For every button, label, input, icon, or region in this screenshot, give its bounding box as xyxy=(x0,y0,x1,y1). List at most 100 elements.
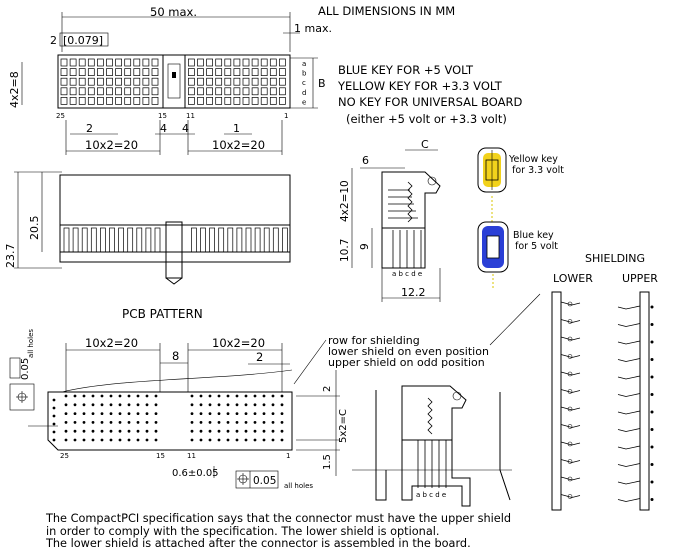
pcb-hole xyxy=(217,421,221,424)
key-notes: BLUE KEY FOR +5 VOLT YELLOW KEY FOR +3.3… xyxy=(337,63,522,126)
pcb-hole xyxy=(136,429,140,433)
key-note-1: BLUE KEY FOR +5 VOLT xyxy=(338,63,474,77)
pcb-hole xyxy=(145,421,149,424)
shield-note-3: upper shield on odd position xyxy=(328,356,485,369)
top-pin xyxy=(97,97,104,105)
lower-finger xyxy=(560,476,581,481)
pcb-hole xyxy=(145,394,149,398)
top-pin xyxy=(206,68,213,76)
top-pin xyxy=(233,58,241,67)
top-pin xyxy=(206,87,213,96)
key-slot xyxy=(162,54,186,109)
top-pin xyxy=(124,87,132,96)
pcb-hole xyxy=(73,394,77,398)
pcb-hole xyxy=(226,403,230,407)
pcb-hole xyxy=(91,412,95,415)
pcb-hole-edge xyxy=(52,414,56,418)
pcb-hole xyxy=(136,403,140,407)
top-pin xyxy=(188,68,195,76)
pcb-hole xyxy=(235,438,239,442)
pitch-bracket-label: [0.079] xyxy=(63,34,103,47)
pcb-hole xyxy=(235,421,239,424)
top-pin xyxy=(269,97,277,105)
lower-finger-hole xyxy=(567,371,573,377)
front-pin xyxy=(245,227,252,253)
pcb-hole xyxy=(208,403,212,407)
front-pin xyxy=(200,227,206,253)
pcb-hole xyxy=(199,429,203,433)
pcb-hole xyxy=(100,421,104,424)
top-pin xyxy=(206,97,213,105)
pcb-all-holes: all holes xyxy=(27,329,35,358)
top-pin xyxy=(151,68,159,76)
top-pin xyxy=(251,58,259,67)
top-pin xyxy=(188,77,195,86)
top-pin xyxy=(142,68,150,76)
pcb-hole xyxy=(145,429,149,433)
pcb-hole xyxy=(91,394,95,398)
upper-finger xyxy=(617,375,641,380)
pcb-hole xyxy=(199,438,203,442)
lower-finger-hole xyxy=(567,424,573,429)
lower-finger xyxy=(560,354,581,358)
top-pin xyxy=(60,97,68,105)
top-pin xyxy=(233,87,241,96)
pcb-hole xyxy=(154,429,158,433)
blue-key: Blue key for 5 volt xyxy=(477,221,558,273)
pcb-hole xyxy=(154,394,158,398)
pcb-hole xyxy=(253,421,257,424)
pcb-hole-edge xyxy=(52,422,56,426)
pcb-hole-edge xyxy=(52,430,56,434)
pcb-hole xyxy=(226,412,230,415)
pcb-hole xyxy=(154,421,158,424)
top-pin xyxy=(97,68,104,76)
pcb-hole xyxy=(271,403,275,407)
top-pin xyxy=(97,58,104,67)
overall-width-label: 50 max. xyxy=(150,5,197,19)
pcb-hole xyxy=(262,421,266,424)
side-height-small: 9 xyxy=(359,243,371,250)
top-pin xyxy=(115,58,122,67)
detail-pin-zigzag xyxy=(427,397,433,435)
top-pin xyxy=(188,58,195,67)
lower-finger-hole xyxy=(567,354,573,359)
pcb-hole xyxy=(127,394,131,398)
lower-finger xyxy=(560,441,581,446)
pcb-hole xyxy=(244,412,248,415)
footer-line-1: The CompactPCI specification says that t… xyxy=(46,512,512,525)
top-pin xyxy=(69,87,77,96)
front-key-post xyxy=(165,221,183,279)
pcb-hole-edge xyxy=(52,398,56,402)
pcb-hole xyxy=(262,429,266,433)
top-pin xyxy=(87,97,95,105)
pcb-row-edge: 1.5 xyxy=(322,454,333,470)
top-pin xyxy=(279,87,286,96)
pcb-hole xyxy=(100,429,104,433)
pin-number-11: 11 xyxy=(186,112,195,120)
pcb-hole xyxy=(280,421,284,424)
pcb-hole xyxy=(91,429,95,433)
lower-finger xyxy=(560,301,581,306)
side-view: C 6 4x2=10 10.7 9 a b c d e 12.2 xyxy=(339,138,441,302)
pcb-hole xyxy=(208,394,212,398)
span-right: 10x2=20 xyxy=(212,138,265,152)
lower-finger-hole xyxy=(567,301,573,307)
front-pin xyxy=(109,227,115,253)
pcb-hole xyxy=(109,403,113,407)
pcb-hole xyxy=(199,403,203,407)
pcb-all-holes-bottom: all holes xyxy=(284,482,313,490)
pcb-hole xyxy=(73,438,77,442)
pcb-hole xyxy=(253,412,257,415)
front-pin xyxy=(227,227,234,253)
upper-finger xyxy=(617,463,641,467)
pcb-hole xyxy=(244,403,248,407)
side-body xyxy=(381,171,441,269)
pcb-hole xyxy=(100,412,104,415)
front-pins xyxy=(63,227,288,253)
pcb-hole xyxy=(73,403,77,407)
pcb-hole xyxy=(271,394,275,398)
pcb-hole xyxy=(208,421,212,424)
lower-finger xyxy=(560,406,581,411)
